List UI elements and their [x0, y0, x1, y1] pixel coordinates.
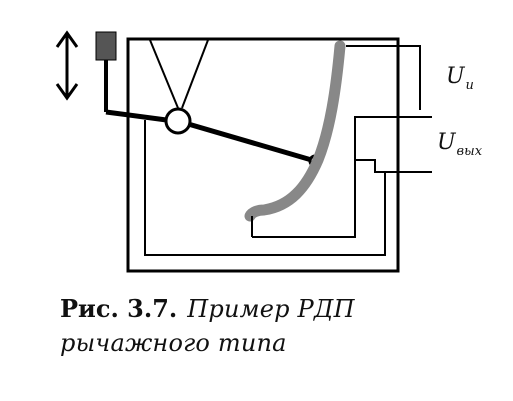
lead-input-top [346, 45, 421, 110]
lead-output-out [355, 159, 432, 173]
label-input-main: U [446, 64, 465, 89]
label-input-voltage: Uи [446, 64, 474, 94]
double-arrow-icon [55, 30, 79, 101]
caption-text: Пример РДП рычажного типа [60, 295, 355, 357]
pivot-joint [164, 107, 192, 135]
figure-caption: Рис. 3.7.Пример РДП рычажного типа [60, 292, 480, 360]
housing-inner-line [144, 120, 400, 256]
actuator-block [95, 31, 117, 61]
label-input-sub: и [465, 78, 474, 93]
lead-output-lower [252, 116, 400, 238]
label-output-main: U [437, 130, 456, 155]
housing-outer [126, 37, 400, 273]
lever-arm [177, 118, 316, 164]
hanger-right [181, 39, 209, 109]
lever-arm-left [105, 109, 175, 124]
label-output-voltage: Uвых [437, 130, 483, 160]
label-output-sub: вых [456, 144, 483, 159]
resistive-element [244, 40, 346, 222]
hanger-left [149, 39, 179, 109]
caption-label: Рис. 3.7. [60, 294, 178, 323]
